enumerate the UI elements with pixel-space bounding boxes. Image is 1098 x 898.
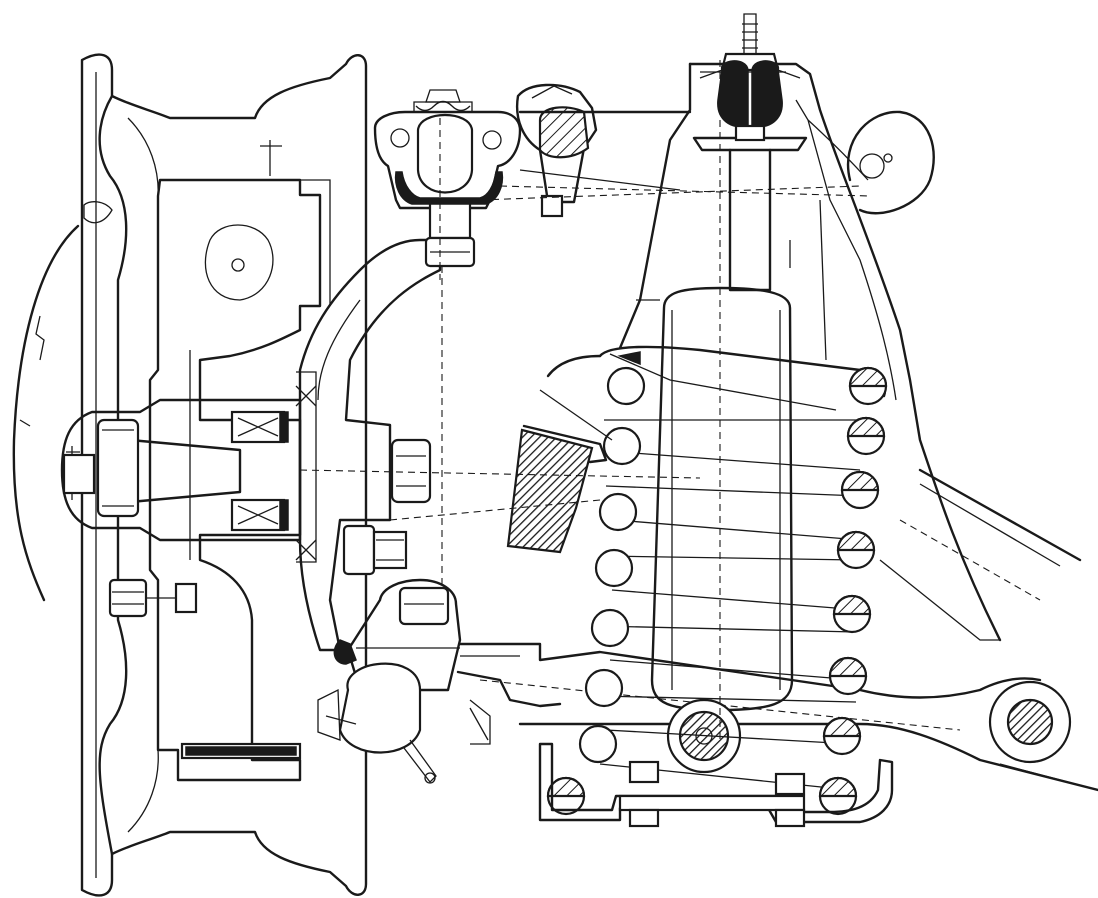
shock-absorber — [650, 13, 808, 774]
upper-control-arm — [479, 110, 871, 201]
lower-ball-joint — [317, 578, 462, 784]
upper-arm-pivot — [515, 83, 598, 218]
steering-knuckle — [295, 238, 442, 652]
brake-drum — [12, 224, 80, 602]
construction-lines — [299, 60, 827, 740]
lower-arm-pivot — [988, 680, 1098, 791]
lug-bolt — [108, 578, 198, 618]
coil-spring — [546, 345, 888, 816]
wheel-rim — [80, 53, 368, 897]
hub-carrier — [148, 140, 331, 782]
upper-ball-joint — [373, 89, 522, 280]
chassis-frame — [618, 62, 1082, 642]
spring-seat — [538, 742, 894, 828]
wheel-hub — [60, 398, 302, 542]
bump-stop — [506, 354, 613, 554]
